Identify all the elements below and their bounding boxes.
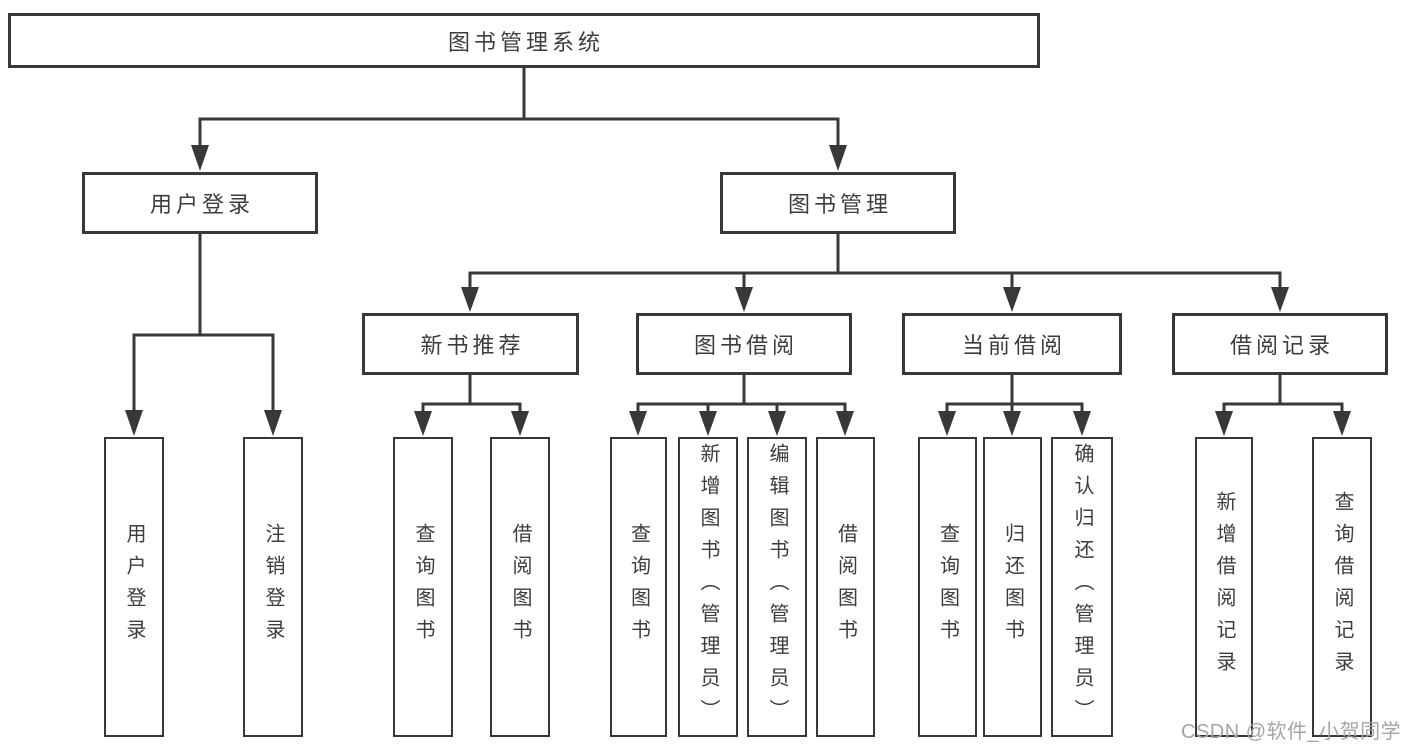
node-label: 借阅记录 bbox=[1229, 333, 1334, 358]
node-label: 注销登录 bbox=[262, 523, 284, 651]
node-logout: 注销登录 bbox=[243, 437, 303, 737]
node-query-books: 查询图书 bbox=[610, 437, 667, 737]
node-label: 查询图书 bbox=[627, 523, 650, 651]
node-borrow-records: 借阅记录 bbox=[1172, 313, 1388, 375]
node-query-books-current: 查询图书 bbox=[918, 437, 977, 737]
arrowheads bbox=[125, 145, 1351, 436]
node-label: 新增图书（管理员） bbox=[697, 443, 719, 731]
node-new-book-recommend: 新书推荐 bbox=[362, 313, 579, 375]
node-confirm-return-admin: 确认归还（管理员） bbox=[1051, 437, 1113, 737]
node-label: 确认归还（管理员） bbox=[1071, 443, 1093, 731]
node-user-login: 用户登录 bbox=[82, 172, 318, 234]
node-user-login-action: 用户登录 bbox=[104, 437, 164, 737]
node-add-borrow-record: 新增借阅记录 bbox=[1195, 437, 1253, 737]
node-book-borrowing: 图书借阅 bbox=[636, 313, 852, 375]
node-library-management-system: 图书管理系统 bbox=[8, 13, 1040, 68]
node-add-books-admin: 新增图书（管理员） bbox=[678, 437, 738, 737]
node-book-management: 图书管理 bbox=[720, 172, 956, 234]
node-label: 用户登录 bbox=[149, 192, 254, 217]
node-return-books: 归还图书 bbox=[983, 437, 1042, 737]
node-label: 新书推荐 bbox=[420, 333, 525, 358]
node-label: 当前借阅 bbox=[961, 333, 1066, 358]
node-label: 查询图书 bbox=[936, 523, 959, 651]
node-label: 借阅图书 bbox=[834, 523, 857, 651]
node-label: 图书管理 bbox=[787, 192, 892, 217]
node-query-books-promo: 查询图书 bbox=[393, 437, 453, 737]
node-borrow-books-promo: 借阅图书 bbox=[490, 437, 550, 737]
node-label: 编辑图书（管理员） bbox=[766, 443, 788, 731]
node-edit-books-admin: 编辑图书（管理员） bbox=[747, 437, 807, 737]
node-label: 借阅图书 bbox=[509, 523, 531, 651]
node-label: 查询借阅记录 bbox=[1331, 491, 1353, 683]
node-label: 图书借阅 bbox=[693, 333, 798, 358]
node-label: 新增借阅记录 bbox=[1213, 491, 1235, 683]
node-borrow-books: 借阅图书 bbox=[816, 437, 875, 737]
node-label: 图书管理系统 bbox=[447, 29, 604, 55]
node-query-borrow-record: 查询借阅记录 bbox=[1312, 437, 1372, 737]
node-label: 用户登录 bbox=[123, 523, 145, 651]
csdn-watermark: CSDN @软件_小贺同学 bbox=[1181, 721, 1402, 743]
node-label: 归还图书 bbox=[1001, 523, 1024, 651]
node-current-borrowing: 当前借阅 bbox=[902, 313, 1122, 375]
node-label: 查询图书 bbox=[412, 523, 434, 651]
